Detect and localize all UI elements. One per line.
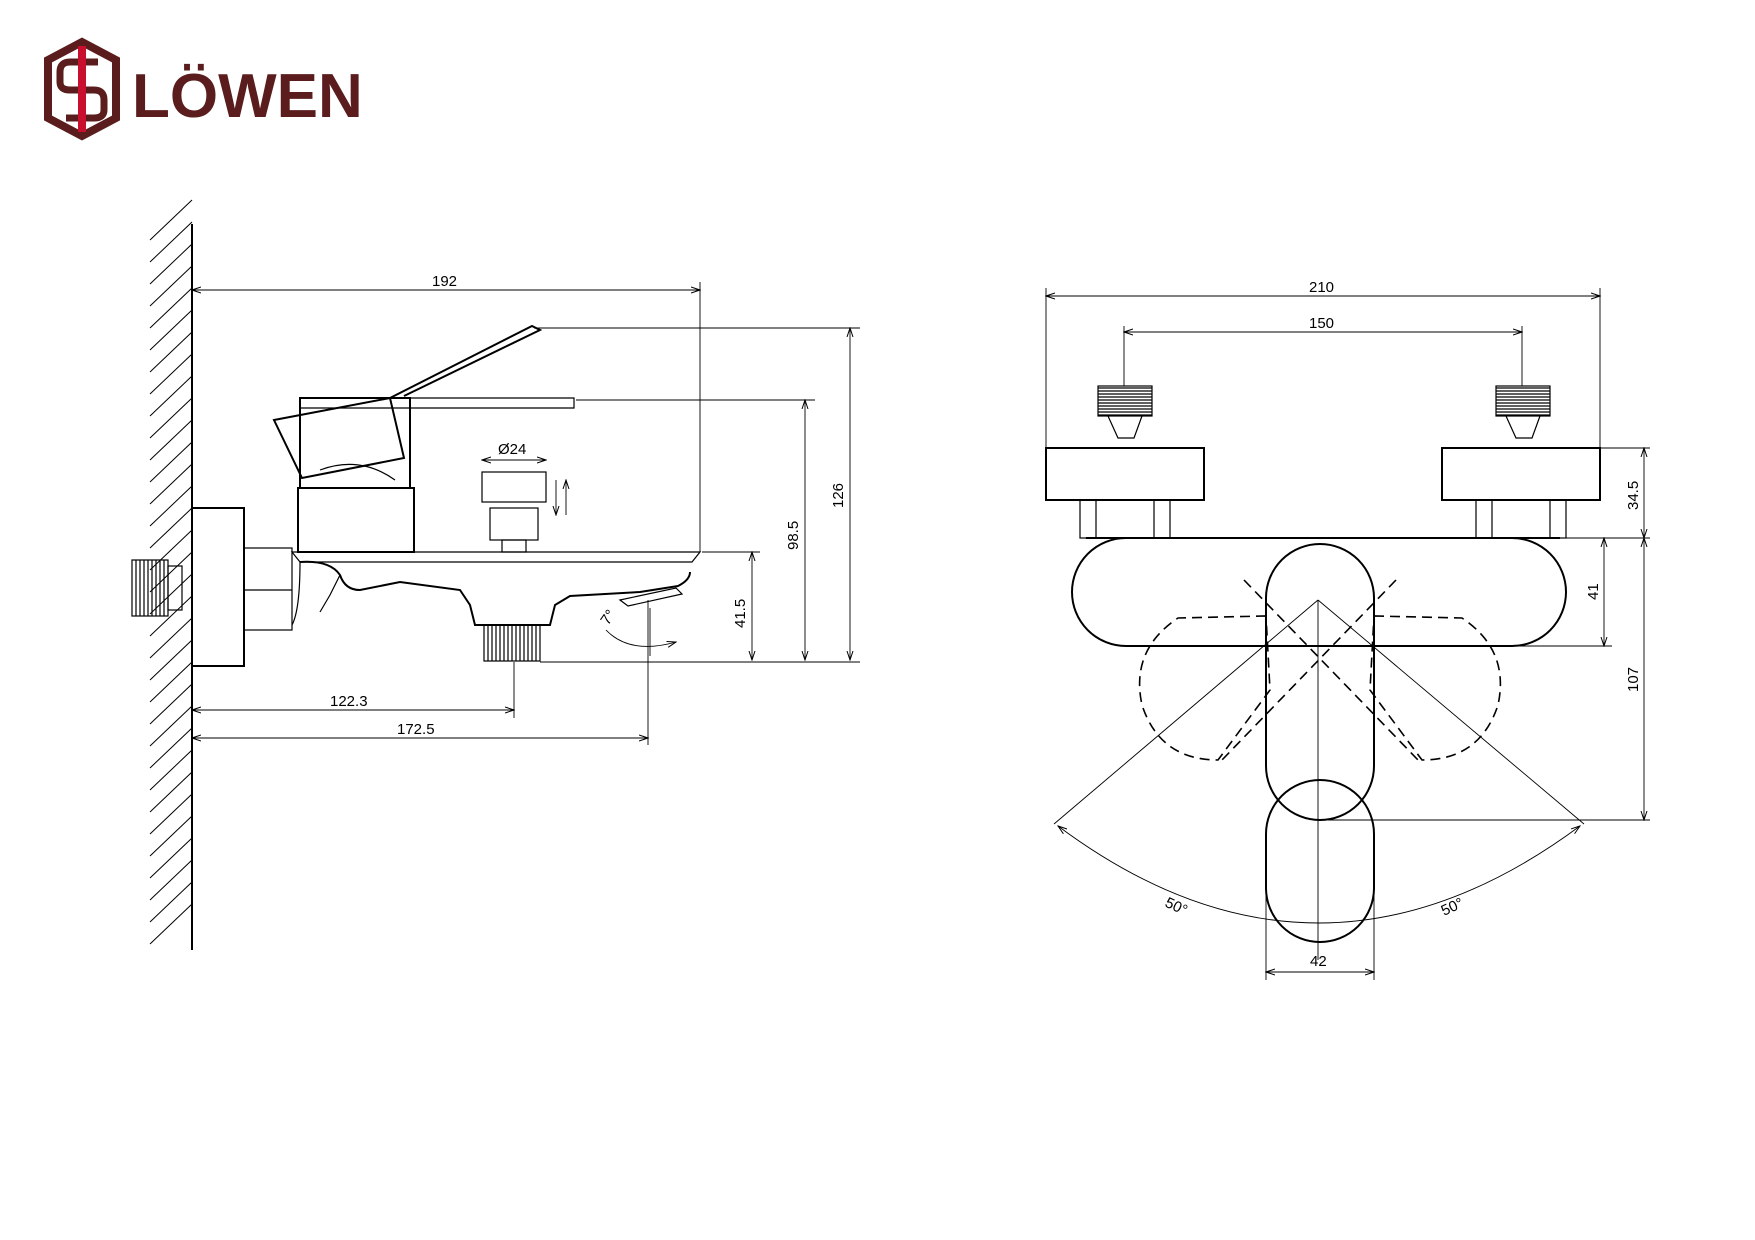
front-view: 210 150 34.5 41 107 42 5 <box>1045 279 1650 980</box>
dim-spout-angle: 7° <box>597 607 619 629</box>
wall-flange <box>191 507 245 667</box>
diverter-knob <box>481 471 566 553</box>
dim-lever-height: 98.5 <box>785 521 802 550</box>
brand-name: LÖWEN <box>132 62 363 131</box>
dim-front-lever-height: 107 <box>1625 667 1642 692</box>
handle-lever <box>272 324 575 489</box>
dim-front-top-height: 34.5 <box>1625 481 1642 510</box>
hexagon-s-logo-icon <box>44 37 120 141</box>
front-lever <box>1265 543 1375 960</box>
eccentric-connector <box>243 547 293 631</box>
brand-logo: LÖWEN <box>44 37 363 141</box>
wall-hatching <box>149 199 193 950</box>
front-mixer-body <box>1071 537 1567 647</box>
lever-rotation-ghosts <box>1053 579 1585 825</box>
dim-angle-right: 50° <box>1439 895 1467 920</box>
side-view: 192 126 98.5 41.5 Ø24 122.3 172 <box>131 199 860 950</box>
side-dimensions: 192 126 98.5 41.5 Ø24 122.3 172 <box>192 273 860 745</box>
spout-aerator <box>618 587 684 607</box>
dim-spout-distance: 172.5 <box>397 721 435 738</box>
wall-inlet-thread <box>131 559 183 617</box>
flange-left <box>1045 447 1205 501</box>
front-inlet-threads <box>1097 385 1551 439</box>
dim-diverter-diameter: Ø24 <box>498 441 526 458</box>
dim-spout-height: 41.5 <box>732 599 749 628</box>
dim-front-body-height: 41 <box>1585 583 1602 600</box>
flange-nuts <box>1079 499 1567 539</box>
shower-outlet-thread <box>483 624 541 662</box>
dim-side-width: 192 <box>432 273 457 290</box>
dim-lever-width: 42 <box>1310 953 1327 970</box>
dim-outlet-distance: 122.3 <box>330 693 368 710</box>
flange-right <box>1441 447 1601 501</box>
dim-front-width: 210 <box>1309 279 1334 296</box>
dim-side-height: 126 <box>830 483 847 508</box>
dim-inlet-spacing: 150 <box>1309 315 1334 332</box>
